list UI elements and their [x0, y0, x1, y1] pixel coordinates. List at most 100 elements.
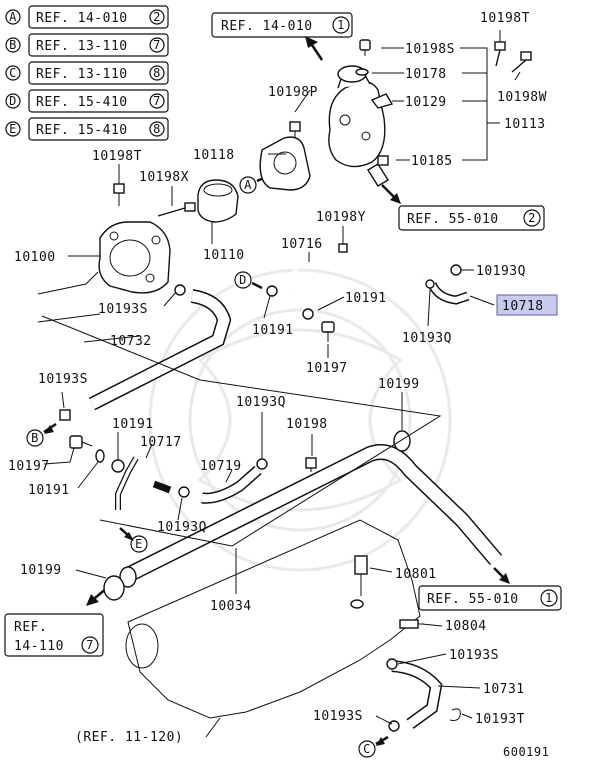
- label-10193q-l[interactable]: 10193Q: [236, 395, 286, 410]
- label-10193t[interactable]: 10193T: [475, 712, 525, 727]
- label-10717[interactable]: 10717: [140, 435, 182, 450]
- ref-box-low-right[interactable]: REF. 55-010 1: [418, 585, 562, 611]
- label-10199-top[interactable]: 10199: [378, 377, 420, 392]
- label-10198y[interactable]: 10198Y: [316, 210, 366, 225]
- ref-box-left[interactable]: REF. 14-110 7: [4, 613, 104, 657]
- sensor-10804[interactable]: [399, 619, 424, 629]
- washer-10191-a[interactable]: [266, 285, 278, 297]
- label-10129[interactable]: 10129: [405, 95, 447, 110]
- ref-bottom[interactable]: (REF. 11-120): [75, 730, 183, 745]
- flow-arrow-top: [305, 36, 324, 61]
- label-10732[interactable]: 10732: [110, 334, 152, 349]
- label-10198t-top[interactable]: 10198T: [480, 11, 530, 26]
- callout-d[interactable]: D: [234, 271, 263, 290]
- callout-e[interactable]: E: [119, 527, 148, 553]
- label-10193s-c[interactable]: 10193S: [449, 648, 499, 663]
- label-10193s-a[interactable]: 10193S: [98, 302, 148, 317]
- legend-ref: REF. 13-110: [36, 39, 128, 54]
- ref-text-line2: 14-110: [14, 639, 64, 654]
- water-pump-10100[interactable]: [98, 221, 171, 294]
- label-10178[interactable]: 10178: [405, 67, 447, 82]
- water-pipe-10034[interactable]: [119, 444, 503, 588]
- washer-10191-c[interactable]: [95, 449, 105, 463]
- label-10801[interactable]: 10801: [395, 567, 437, 582]
- label-10193q-r2[interactable]: 10193Q: [402, 331, 452, 346]
- clamp-10193s-a[interactable]: [174, 284, 186, 296]
- label-10034[interactable]: 10034: [210, 599, 252, 614]
- clamp-10193s-c[interactable]: [386, 658, 398, 670]
- label-10198w[interactable]: 10198W: [497, 90, 547, 105]
- label-10198t-left[interactable]: 10198T: [92, 149, 142, 164]
- bolt-10198t-top[interactable]: [494, 41, 506, 67]
- sensor-10129[interactable]: [370, 93, 394, 109]
- sensor-10801[interactable]: [350, 555, 368, 609]
- ref-box-top[interactable]: REF. 14-010 1: [211, 12, 353, 38]
- hose-10731[interactable]: [391, 660, 443, 729]
- washer-10191-b[interactable]: [302, 308, 314, 320]
- label-10198p[interactable]: 10198P: [268, 85, 318, 100]
- bolt-10198x[interactable]: [157, 202, 196, 217]
- label-10193q-r[interactable]: 10193Q: [476, 264, 526, 279]
- thermostat-housing-part[interactable]: [328, 65, 389, 187]
- label-10191-d[interactable]: 10191: [112, 417, 154, 432]
- label-10191-b[interactable]: 10191: [252, 323, 294, 338]
- hose-10718[interactable]: [427, 281, 470, 305]
- label-10193q-m[interactable]: 10193Q: [157, 520, 207, 535]
- bolt-10198[interactable]: [305, 457, 317, 472]
- bolt-10198s[interactable]: [359, 39, 371, 56]
- legend-row-d[interactable]: D REF. 15-410 7: [5, 89, 169, 113]
- callout-c[interactable]: C: [358, 735, 389, 758]
- label-10191-c[interactable]: 10191: [28, 483, 70, 498]
- o-ring-10199-top[interactable]: [393, 430, 411, 452]
- label-10731[interactable]: 10731: [483, 682, 525, 697]
- label-10197-b[interactable]: 10197: [8, 459, 50, 474]
- thermostat-10110[interactable]: [197, 179, 239, 223]
- legend-row-e[interactable]: E REF. 15-410 8: [5, 117, 169, 141]
- flow-arrow-low-right: [493, 567, 510, 584]
- label-10199-left[interactable]: 10199: [20, 563, 62, 578]
- plug-10197-a[interactable]: [321, 321, 335, 342]
- callout-b[interactable]: B: [26, 422, 57, 447]
- label-10110[interactable]: 10110: [203, 248, 245, 263]
- clamp-10193s-d[interactable]: [388, 720, 400, 732]
- clamp-10193s-b[interactable]: [59, 409, 71, 421]
- bolt-10198y[interactable]: [338, 243, 348, 253]
- clamp-10193q-m[interactable]: [256, 458, 268, 470]
- callout-letter: C: [363, 742, 371, 756]
- label-10718-highlight[interactable]: 10718: [496, 294, 558, 316]
- clamp-10193q-l[interactable]: [178, 486, 190, 498]
- label-10198s[interactable]: 10198S: [405, 42, 455, 57]
- bolt-10198w[interactable]: [511, 51, 532, 73]
- legend-row-c[interactable]: C REF. 13-110 8: [5, 61, 169, 85]
- clip-10193t[interactable]: [449, 708, 461, 721]
- fitting-10185[interactable]: [377, 155, 389, 166]
- gasket-10118[interactable]: [259, 136, 311, 191]
- clamp-10193q-r[interactable]: [450, 264, 462, 276]
- label-10197-a[interactable]: 10197: [306, 361, 348, 376]
- label-10198[interactable]: 10198: [286, 417, 328, 432]
- label-10804[interactable]: 10804: [445, 619, 487, 634]
- legend-sub: 7: [153, 38, 161, 52]
- label-10185[interactable]: 10185: [411, 154, 453, 169]
- label-10716[interactable]: 10716: [281, 237, 323, 252]
- label-10719[interactable]: 10719: [200, 459, 242, 474]
- label-10113[interactable]: 10113: [504, 117, 546, 132]
- bolt-10198t-left[interactable]: [113, 183, 125, 206]
- label-10193s-d[interactable]: 10193S: [313, 709, 363, 724]
- o-ring-10199-left[interactable]: [103, 575, 125, 601]
- label-10193s-b[interactable]: 10193S: [38, 372, 88, 387]
- pipe-10732[interactable]: [88, 289, 232, 411]
- label-10100[interactable]: 10100: [14, 250, 56, 265]
- label-10198x[interactable]: 10198X: [139, 170, 189, 185]
- ref-box-mid-right[interactable]: REF. 55-010 2: [398, 205, 545, 231]
- label-10191-a[interactable]: 10191: [345, 291, 387, 306]
- clamp-10193q-r2[interactable]: [425, 279, 435, 289]
- washer-10178[interactable]: [355, 68, 369, 76]
- legend-row-b[interactable]: B REF. 13-110 7: [5, 33, 169, 57]
- hose-10719[interactable]: [201, 465, 262, 504]
- pipe-10717[interactable]: [115, 456, 172, 510]
- washer-10191-d[interactable]: [111, 459, 125, 473]
- legend-row-a[interactable]: A REF. 14-010 2: [5, 5, 169, 29]
- label-10118[interactable]: 10118: [193, 148, 235, 163]
- plug-10197-b[interactable]: [69, 435, 93, 449]
